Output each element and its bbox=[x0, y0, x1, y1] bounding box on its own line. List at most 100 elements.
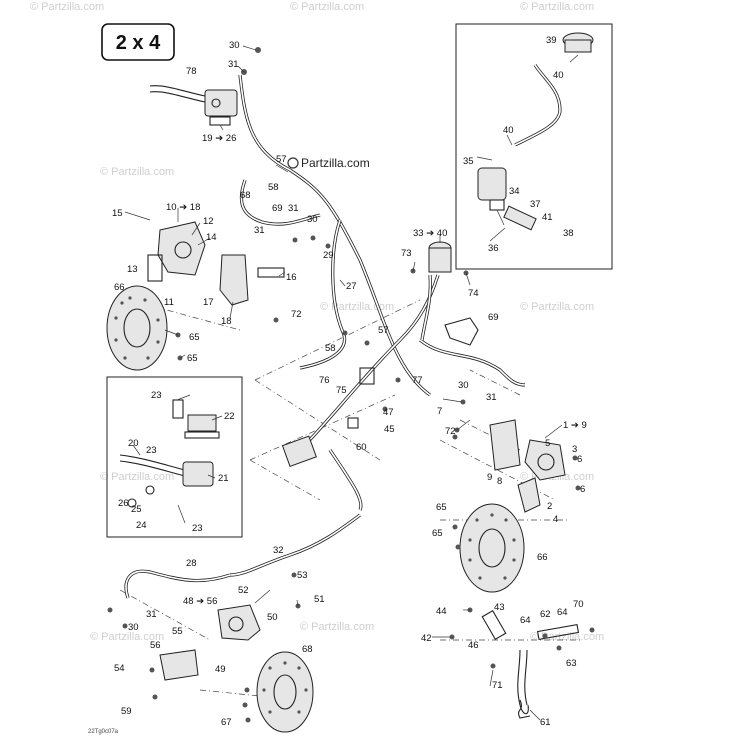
front-master-cylinder-inset bbox=[119, 399, 220, 508]
callout: 41 bbox=[542, 212, 553, 223]
callout: 20 bbox=[128, 438, 139, 449]
callout: 57 bbox=[276, 154, 287, 165]
callout: 4 bbox=[553, 514, 558, 525]
callout: 43 bbox=[494, 602, 505, 613]
rear-caliper bbox=[159, 604, 261, 681]
callout: 78 bbox=[186, 66, 197, 77]
callout: 66 bbox=[537, 552, 548, 563]
callout-labels: 30 31 78 19 ➔ 26 57 58 68 69 31 30 31 29… bbox=[112, 35, 587, 728]
watermark: © Partzilla.com bbox=[100, 471, 174, 483]
watermark: © Partzilla.com bbox=[520, 1, 594, 13]
title-badge: 2 x 4 bbox=[101, 23, 175, 61]
callout: 30 bbox=[458, 380, 469, 391]
callout: 59 bbox=[121, 706, 132, 717]
watermark: © Partzilla.com bbox=[90, 631, 164, 643]
callout: 37 bbox=[530, 199, 541, 210]
callout: 57 bbox=[378, 325, 389, 336]
callout: 18 bbox=[221, 316, 232, 327]
callout: 32 bbox=[273, 545, 284, 556]
callout: 31 bbox=[486, 392, 497, 403]
brake-distribution-block bbox=[281, 367, 375, 468]
callout: 35 bbox=[463, 156, 474, 167]
callout: 38 bbox=[563, 228, 574, 239]
callout: 46 bbox=[468, 640, 479, 651]
callout: 58 bbox=[268, 182, 279, 193]
callout: 15 bbox=[112, 208, 123, 219]
front-right-brake-disc bbox=[459, 503, 525, 593]
callout: 13 bbox=[127, 264, 138, 275]
callout: 39 bbox=[546, 35, 557, 46]
watermark: © Partzilla.com bbox=[530, 631, 604, 643]
callout: 65 bbox=[432, 528, 443, 539]
callout: 16 bbox=[286, 272, 297, 283]
front-left-caliper bbox=[147, 221, 285, 306]
watermark: © Partzilla.com bbox=[320, 301, 394, 313]
callout: 19 ➔ 26 bbox=[202, 133, 236, 144]
front-left-brake-disc bbox=[106, 285, 168, 371]
callout: 65 bbox=[187, 353, 198, 364]
callout: 52 bbox=[238, 585, 249, 596]
brake-fluid-reservoir bbox=[428, 241, 452, 273]
callout: 10 ➔ 18 bbox=[166, 202, 200, 213]
callout: 23 bbox=[146, 445, 157, 456]
callout: 51 bbox=[314, 594, 325, 605]
callout: 24 bbox=[136, 520, 147, 531]
callout: 66 bbox=[114, 282, 125, 293]
callout: 47 bbox=[383, 407, 394, 418]
callout: 73 bbox=[401, 248, 412, 259]
callout: 14 bbox=[206, 232, 217, 243]
callout: 62 bbox=[540, 609, 551, 620]
callout: 31 bbox=[228, 59, 239, 70]
callout: 55 bbox=[172, 626, 183, 637]
callout: 67 bbox=[221, 717, 232, 728]
title-badge-text: 2 x 4 bbox=[116, 32, 161, 54]
diagram-code: 22Tg0c07a bbox=[88, 729, 119, 735]
callout: 7 bbox=[437, 406, 442, 417]
callout: 53 bbox=[297, 570, 308, 581]
callout: 58 bbox=[325, 343, 336, 354]
callout: 12 bbox=[203, 216, 214, 227]
callout: 5 bbox=[545, 438, 550, 449]
callout: 30 bbox=[307, 214, 318, 225]
callout: 28 bbox=[186, 558, 197, 569]
callout: 44 bbox=[436, 606, 447, 617]
callout: 74 bbox=[468, 288, 479, 299]
callout: 69 bbox=[488, 312, 499, 323]
callout: 21 bbox=[218, 473, 229, 484]
callout: 23 bbox=[192, 523, 203, 534]
callout: 71 bbox=[492, 680, 503, 691]
callout: 45 bbox=[384, 424, 395, 435]
callout: 9 bbox=[487, 472, 492, 483]
partzilla-logo-text: Partzilla.com bbox=[301, 156, 370, 170]
callout: 23 bbox=[151, 390, 162, 401]
callout: 40 bbox=[553, 70, 564, 81]
callout: 6 bbox=[577, 454, 582, 465]
watermark: © Partzilla.com bbox=[290, 1, 364, 13]
hose-bracket bbox=[444, 317, 479, 346]
callout: 54 bbox=[114, 663, 125, 674]
callout: 3 bbox=[572, 444, 577, 455]
callout: 63 bbox=[566, 658, 577, 669]
callout: 72 bbox=[445, 426, 456, 437]
callout: 17 bbox=[203, 297, 214, 308]
callout: 60 bbox=[356, 442, 367, 453]
callout: 30 bbox=[229, 40, 240, 51]
callout: 31 bbox=[288, 203, 299, 214]
callout: 48 ➔ 56 bbox=[183, 596, 217, 607]
callout: 76 bbox=[319, 375, 330, 386]
callout: 42 bbox=[421, 633, 432, 644]
inset-box-rear-master-cylinder bbox=[455, 23, 613, 270]
callout: 64 bbox=[557, 607, 568, 618]
watermark: © Partzilla.com bbox=[300, 621, 374, 633]
callout: 27 bbox=[346, 281, 357, 292]
callout: 65 bbox=[189, 332, 200, 343]
callout: 36 bbox=[488, 243, 499, 254]
callout: 2 bbox=[547, 501, 552, 512]
callout: 31 bbox=[146, 609, 157, 620]
watermark: © Partzilla.com bbox=[30, 1, 104, 13]
callout: 50 bbox=[267, 612, 278, 623]
callout: 26 bbox=[118, 498, 129, 509]
callout: 75 bbox=[336, 385, 347, 396]
callout: 70 bbox=[573, 599, 584, 610]
callout: 64 bbox=[520, 615, 531, 626]
